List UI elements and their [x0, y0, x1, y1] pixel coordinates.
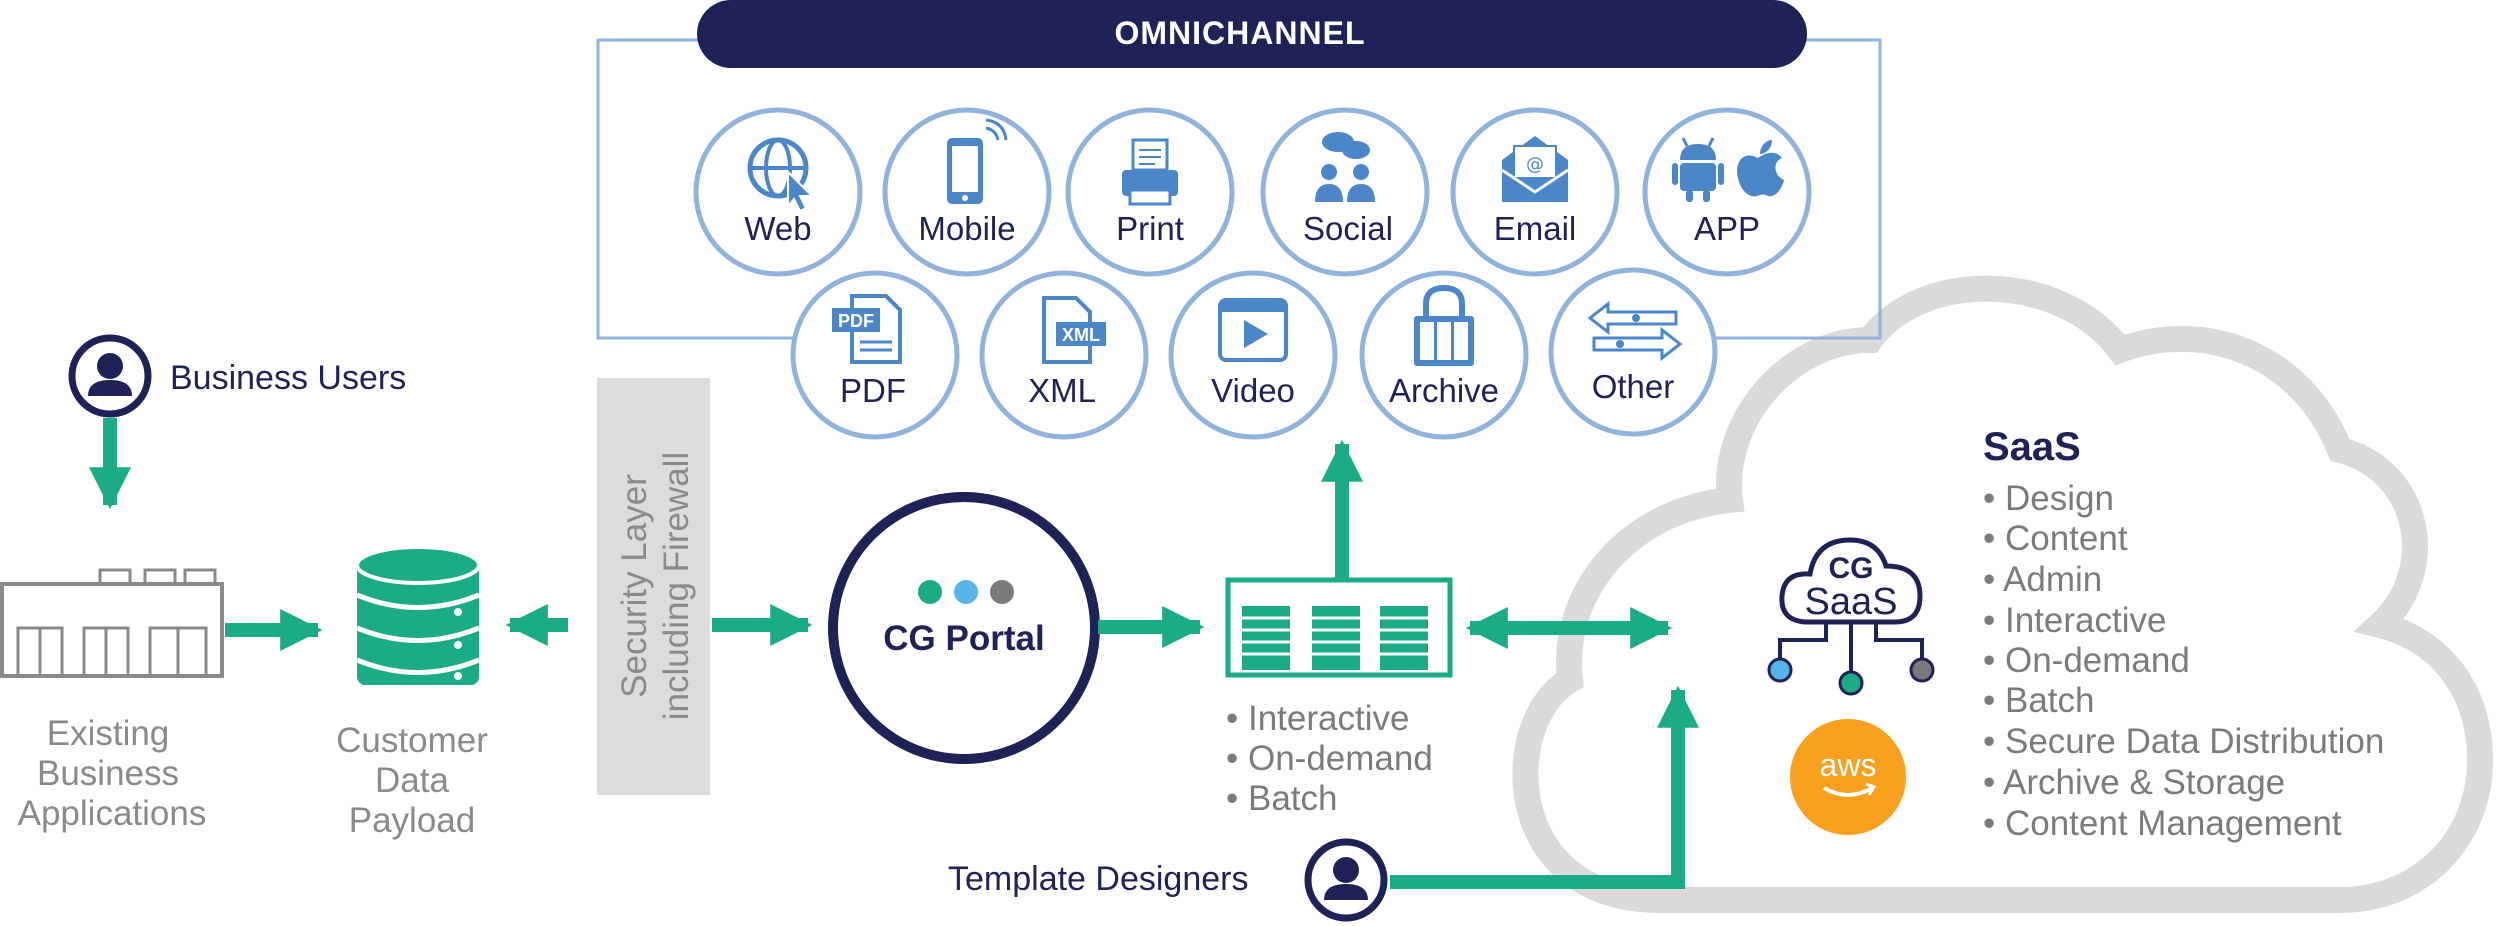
channel-label: Video — [1211, 372, 1295, 409]
existing-apps-line2: Business — [37, 754, 179, 793]
user-icon — [68, 334, 152, 418]
channel-label: APP — [1694, 210, 1760, 247]
mobile-phone-icon — [947, 118, 1008, 204]
channel-archive: Archive — [1359, 270, 1529, 440]
channel-label: Email — [1494, 210, 1577, 247]
database-icon — [355, 545, 481, 685]
channel-mobile: Mobile — [882, 107, 1052, 277]
existing-apps-line3: Applications — [18, 794, 207, 833]
android-apple-icon — [1672, 137, 1784, 202]
aws-logo-text: aws — [1820, 747, 1877, 783]
server-rack-icon — [1225, 577, 1453, 678]
saas-title: SaaS — [1983, 425, 2081, 469]
saas-item-archive: • Archive & Storage — [1983, 763, 2285, 802]
channel-label: Social — [1303, 210, 1393, 247]
saas-item-batch: • Batch — [1983, 681, 2094, 720]
svg-text:PDF: PDF — [838, 311, 874, 331]
grey-dot — [990, 580, 1014, 604]
mode-interactive: • Interactive — [1226, 699, 1409, 738]
omnichannel-title: OMNICHANNEL — [1115, 15, 1366, 51]
saas-logo-bottom: SaaS — [1805, 581, 1898, 623]
mode-on-demand: • On-demand — [1226, 739, 1433, 778]
arrows-exchange-icon — [1587, 300, 1683, 362]
saas-item-secure-data: • Secure Data Distribution — [1983, 722, 2384, 761]
security-layer-line1: Security Layer — [615, 474, 654, 698]
channel-video: Video — [1168, 270, 1338, 440]
channel-label: XML — [1028, 372, 1096, 409]
omnichannel-header: OMNICHANNEL — [697, 0, 1807, 68]
building-icon — [0, 568, 224, 678]
aws-logo: aws — [1790, 719, 1906, 835]
saas-item-content-mgmt: • Content Management — [1983, 804, 2342, 843]
channel-xml: XML XML — [979, 270, 1149, 440]
channel-label: PDF — [840, 372, 906, 409]
archive-lock-icon — [1414, 284, 1474, 366]
email-envelope-icon: @ — [1501, 136, 1569, 202]
channel-web: Web — [693, 107, 863, 277]
saas-item-interactive: • Interactive — [1983, 601, 2166, 640]
cg-saas-logo: CG SaaS — [1767, 537, 1935, 696]
customer-data-line3: Payload — [349, 801, 475, 840]
video-play-icon — [1218, 298, 1288, 362]
security-layer: Security Layer including Firewall — [597, 378, 710, 795]
social-people-icon — [1315, 132, 1375, 202]
existing-apps-line1: Existing — [47, 714, 170, 753]
business-users: Business Users — [68, 334, 406, 418]
cg-portal-label: CG Portal — [883, 619, 1044, 658]
channel-pdf: PDF PDF — [790, 270, 960, 440]
channel-label: Web — [744, 210, 811, 247]
svg-text:XML: XML — [1062, 325, 1100, 345]
channel-label: Mobile — [918, 210, 1015, 247]
customer-data-line1: Customer — [336, 721, 488, 760]
saas-item-content: • Content — [1983, 519, 2128, 558]
customer-data-line2: Data — [375, 761, 449, 800]
channel-label: Archive — [1389, 372, 1499, 409]
web-globe-icon — [747, 137, 815, 213]
template-designers-label: Template Designers — [948, 860, 1248, 898]
arrow-designers-to-saas — [1390, 685, 1699, 889]
channel-label: Other — [1592, 368, 1675, 405]
blue-dot — [954, 580, 978, 604]
pdf-document-icon: PDF — [832, 294, 902, 364]
channel-email: @ Email — [1450, 107, 1620, 277]
security-layer-line2: including Firewall — [657, 452, 696, 720]
business-users-label: Business Users — [170, 359, 406, 397]
channel-label: Print — [1116, 210, 1184, 247]
designer-user-icon — [1304, 838, 1388, 922]
saas-item-design: • Design — [1983, 479, 2114, 518]
xml-document-icon: XML — [1042, 296, 1106, 364]
channel-print: Print — [1065, 107, 1235, 277]
printer-icon — [1122, 138, 1178, 206]
channel-other: Other — [1548, 267, 1718, 437]
channel-social: Social — [1260, 107, 1430, 277]
saas-item-admin: • Admin — [1983, 560, 2102, 599]
channel-app: APP — [1642, 107, 1812, 277]
saas-logo-top: CG — [1829, 552, 1874, 585]
mode-batch: • Batch — [1226, 779, 1337, 818]
saas-item-on-demand: • On-demand — [1983, 641, 2190, 680]
svg-text:@: @ — [1526, 154, 1544, 175]
cg-portal: CG Portal — [828, 492, 1100, 764]
green-dot — [918, 580, 942, 604]
